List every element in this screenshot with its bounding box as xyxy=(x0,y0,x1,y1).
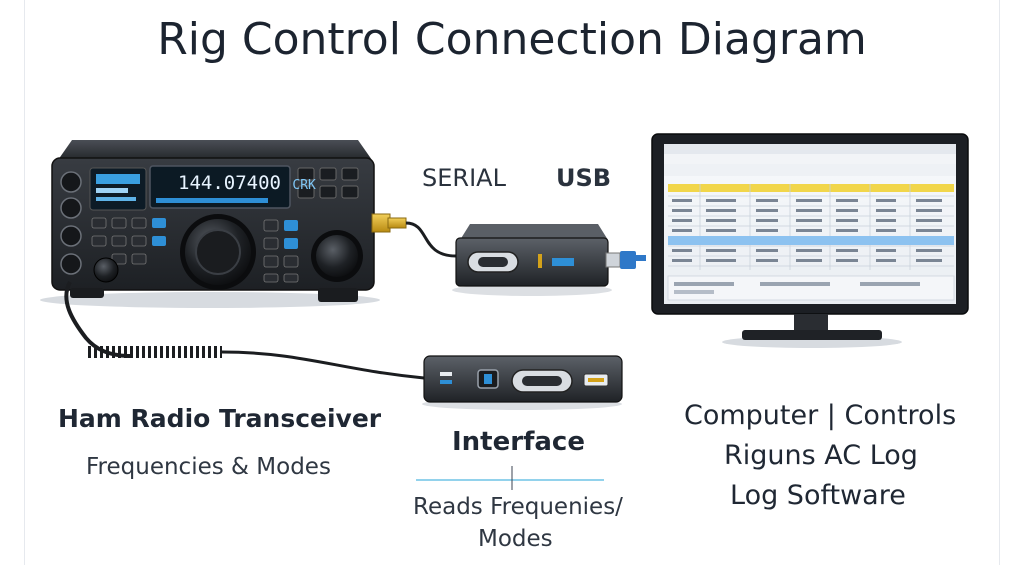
diagram-frame xyxy=(24,0,1000,565)
frequency-value: 144.07400 xyxy=(178,172,281,194)
serial-interface-icon xyxy=(452,224,646,296)
diagram-title: Rig Control Connection Diagram xyxy=(157,14,867,65)
transceiver-icon xyxy=(40,140,380,308)
interface-label: Interface xyxy=(452,427,585,457)
interface-divider xyxy=(416,466,604,490)
usb-interface-icon xyxy=(422,355,623,410)
serial-label: SERIAL xyxy=(422,164,506,192)
computer-line3: Log Software xyxy=(730,480,906,511)
serial-connector-icon xyxy=(371,213,457,258)
radio-frequency-display: 144.07400 CRK xyxy=(178,172,316,194)
computer-line1: Computer | Controls xyxy=(684,400,957,431)
radio-sublabel: Frequencies & Modes xyxy=(86,454,331,480)
cable-icon xyxy=(64,281,425,380)
usb-label: USB xyxy=(556,164,612,192)
radio-label: Ham Radio Transceiver xyxy=(58,404,382,433)
interface-sub-line1: Reads Frequenies/ xyxy=(413,494,623,520)
computer-line2: Riguns AC Log xyxy=(724,440,918,471)
frequency-unit: CRK xyxy=(292,178,316,193)
interface-sub-line2: Modes xyxy=(478,526,553,552)
monitor-icon xyxy=(651,133,969,348)
